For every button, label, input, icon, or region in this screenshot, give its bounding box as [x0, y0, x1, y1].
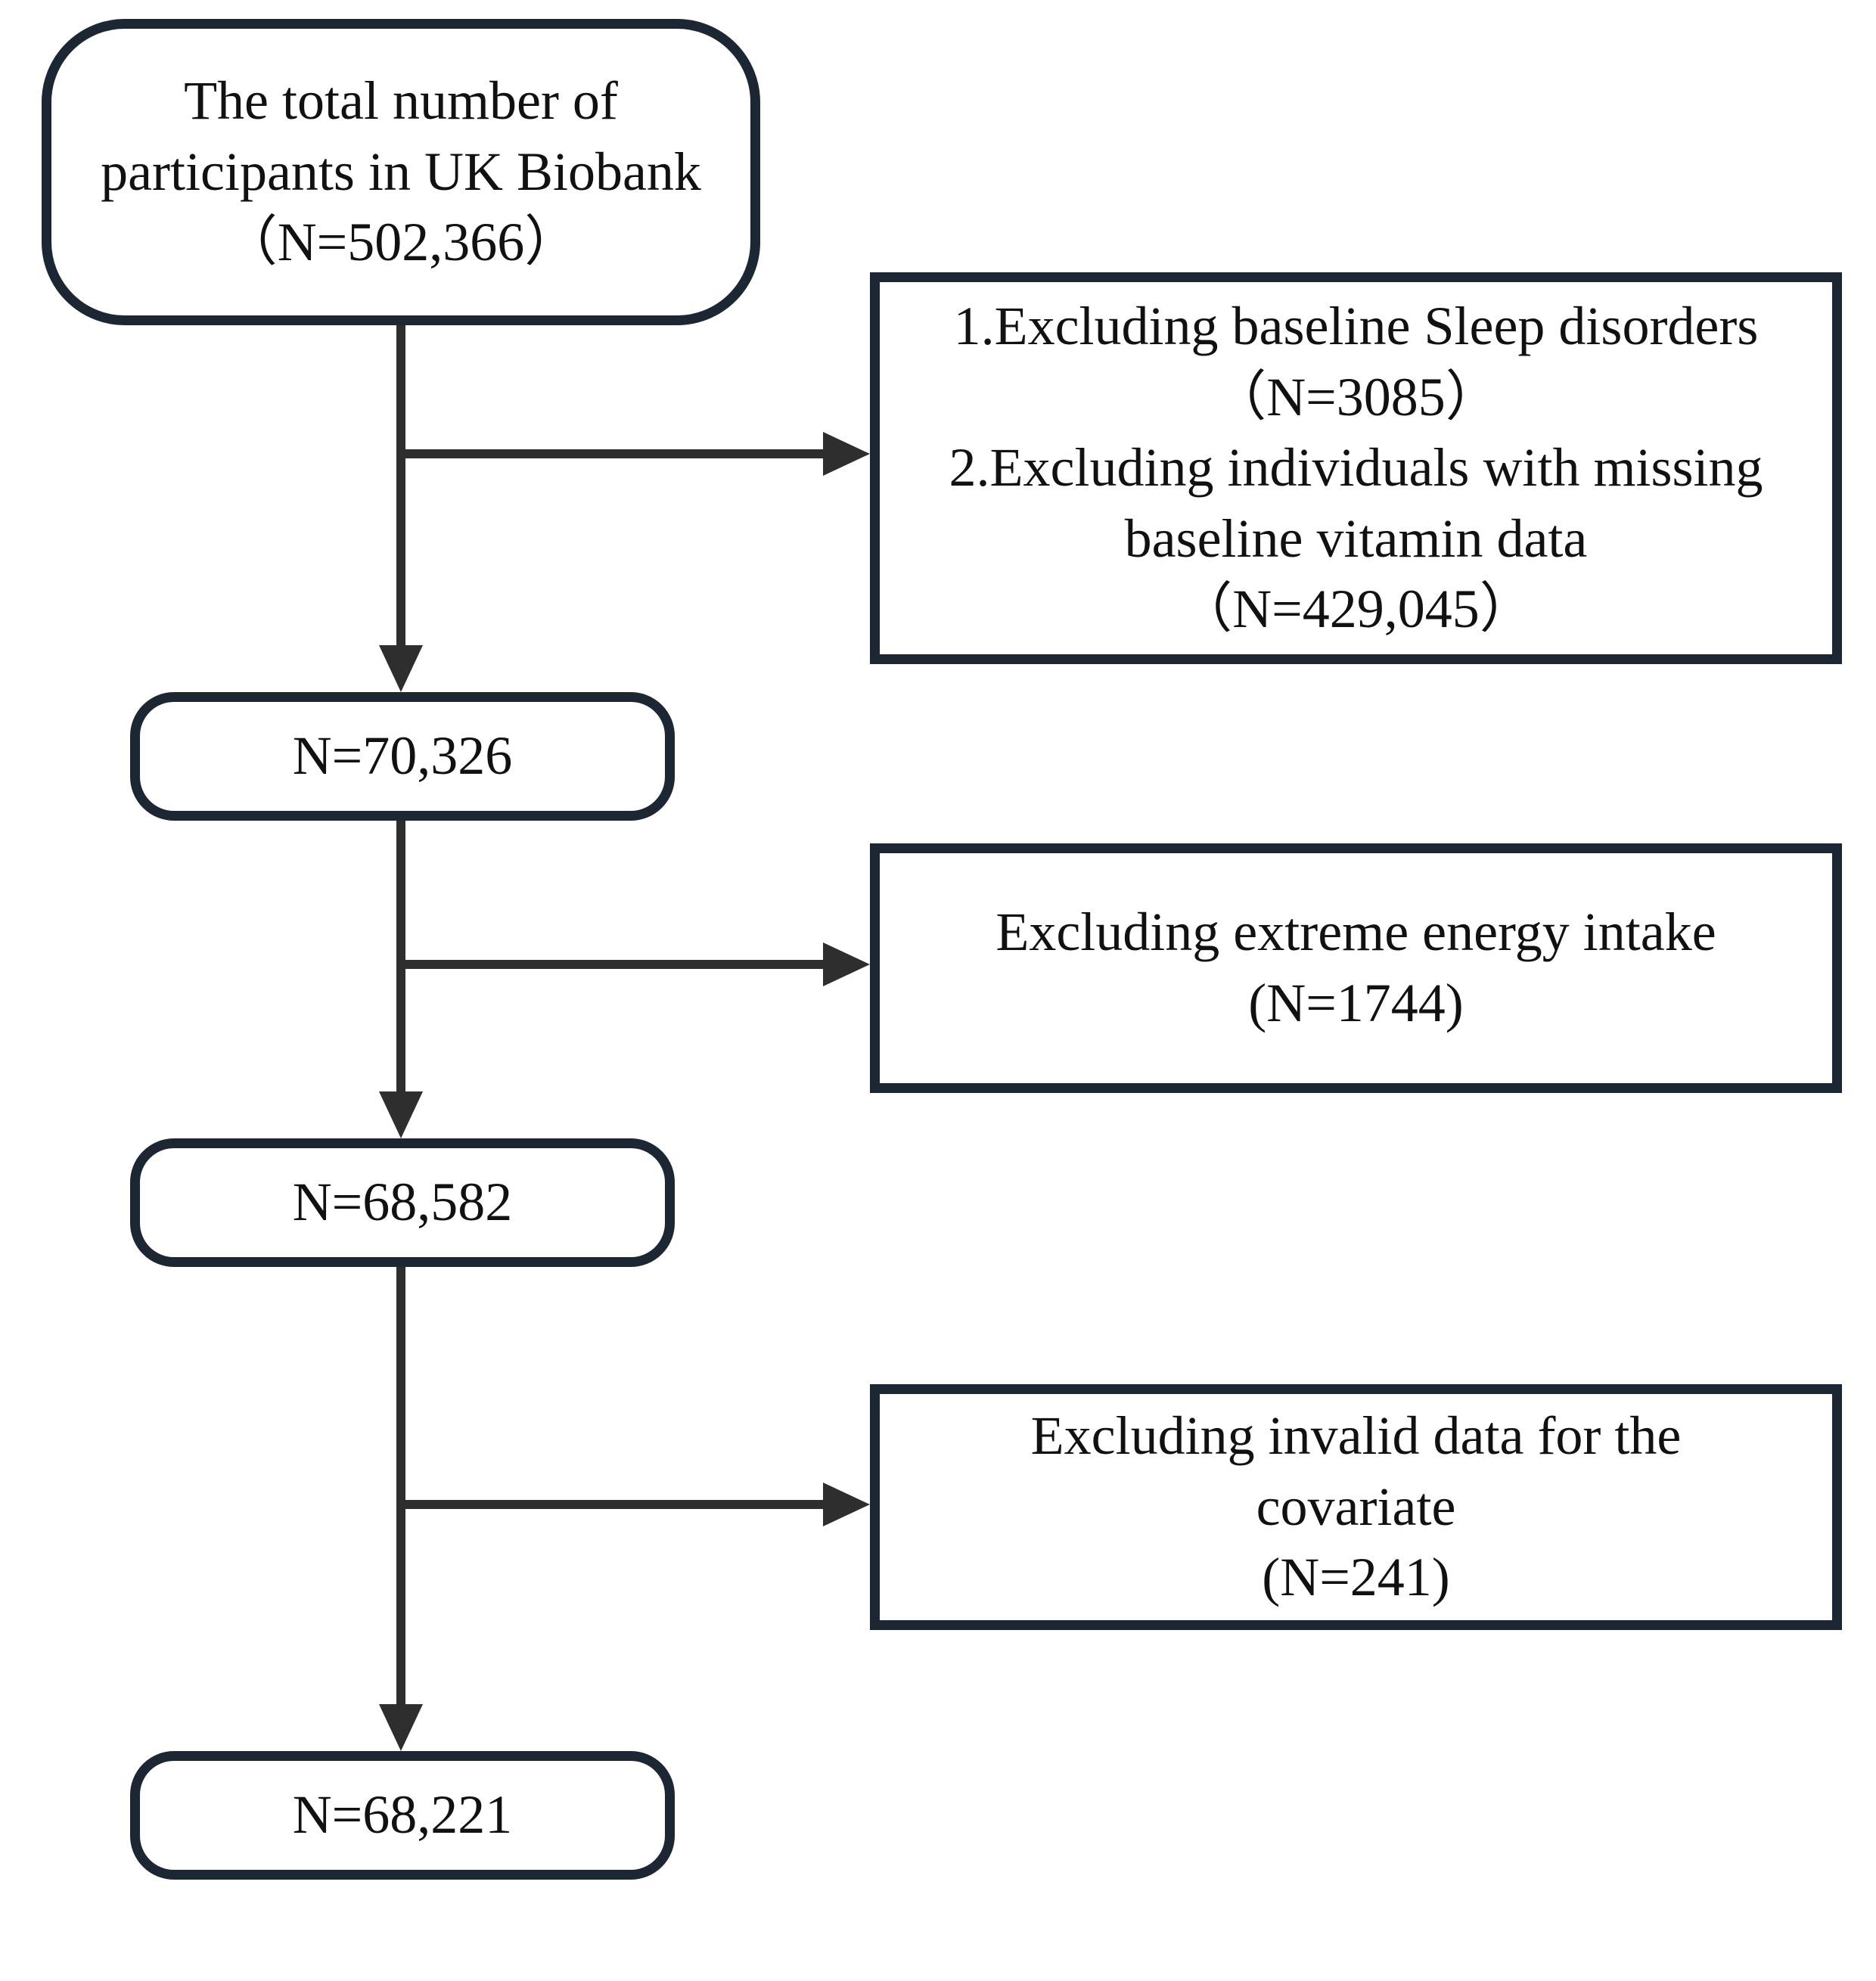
exclusion-box-baseline-sleep-vitamin: 1.Excluding baseline Sleep disorders （N=… [870, 272, 1842, 664]
arrowhead-right-1 [823, 432, 870, 476]
exclusion-box-invalid-covariate: Excluding invalid data for the covariate… [870, 1384, 1842, 1630]
node-n-68221: N=68,221 [130, 1751, 675, 1880]
node-total-participants: The total number of participants in UK B… [42, 19, 760, 325]
arrowhead-down-3 [379, 1704, 423, 1751]
arrowhead-down-1 [379, 645, 423, 692]
arrowhead-down-2 [379, 1091, 423, 1138]
arrowhead-right-2 [823, 942, 870, 986]
exclusion-box-extreme-energy: Excluding extreme energy intake (N=1744) [870, 843, 1842, 1093]
node-n-68582: N=68,582 [130, 1138, 675, 1267]
arrowhead-right-3 [823, 1483, 870, 1526]
node-n-70326: N=70,326 [130, 692, 675, 821]
